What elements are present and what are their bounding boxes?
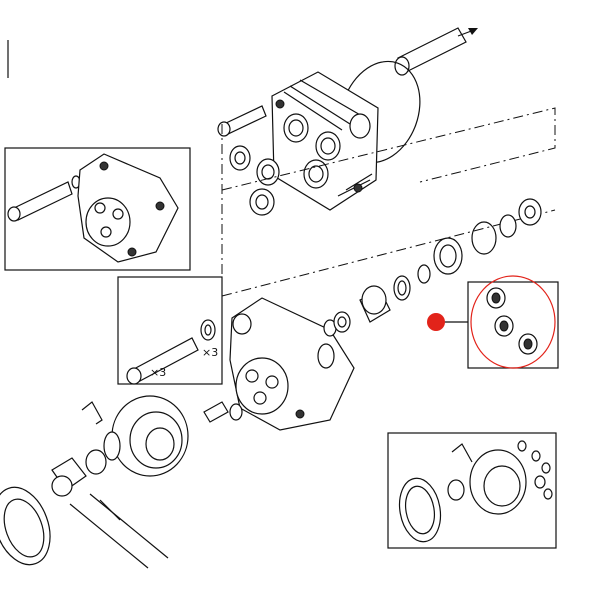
- highlight-circle: [470, 275, 556, 369]
- main-pump-head: [229, 297, 355, 431]
- shaft-with-arrow: [394, 27, 478, 76]
- lower-flange-assembly: [0, 395, 243, 569]
- qty-label-bolts: ×3: [150, 366, 166, 379]
- qty-label-washers: ×3: [202, 346, 218, 359]
- valve-components: [323, 198, 542, 337]
- top-bolt: [217, 105, 267, 137]
- inset-pump-head-left: [4, 147, 191, 271]
- top-seals: [229, 145, 280, 216]
- red-indicator: [427, 313, 468, 331]
- top-manifold-block: [271, 71, 379, 211]
- inset-bolts: ×3 ×3: [117, 276, 223, 385]
- inset-flange-kit: [387, 432, 557, 549]
- axis-line-2: [221, 107, 556, 191]
- arrow-icon: [468, 28, 478, 35]
- highlighted-seal-kit: [467, 275, 559, 369]
- inset-bolt: [13, 181, 73, 221]
- red-dot-icon: [427, 313, 445, 331]
